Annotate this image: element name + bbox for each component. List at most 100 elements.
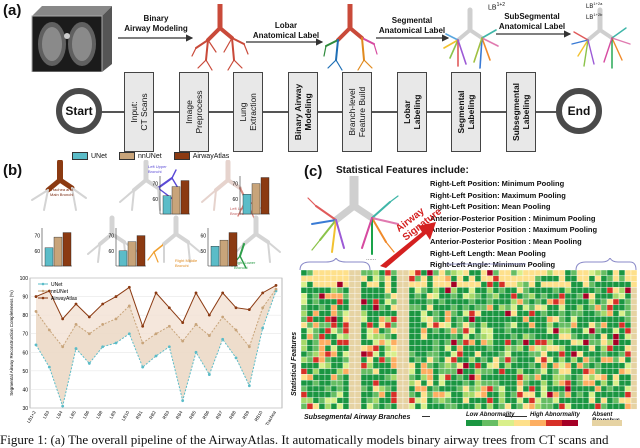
x-tick-label: RB2: [148, 410, 157, 421]
point-nnUNet: [47, 328, 51, 332]
bar-nnunet: [53, 236, 63, 267]
scale-high-label: High Abnormality: [530, 412, 580, 418]
x-tick-label: RB7: [215, 410, 224, 421]
transition-arrows: [118, 30, 572, 46]
point-nnUNet: [87, 332, 91, 336]
point-nnUNet: [167, 324, 171, 328]
transition-label-binary: Binary Airway Modeling: [124, 14, 188, 33]
heatmap-brackets: [299, 258, 637, 271]
signature-arrow: [380, 222, 436, 268]
x-tick-label: LB4: [55, 410, 64, 420]
point-nnUNet: [234, 328, 238, 332]
legend-label: nnUNet: [51, 289, 69, 295]
transition-label-subsegmental: SubSegmental Anatomical Label: [498, 12, 566, 31]
heatmap-y-axis-label: Statistical Features: [291, 331, 298, 396]
y-tick-label: 70: [22, 332, 28, 338]
legend-marker: [41, 282, 45, 286]
bar-tick-label: 60: [200, 234, 206, 240]
point-AirwayAtlas: [207, 313, 211, 317]
point-UNet: [167, 345, 171, 349]
bar-tick-label: 50: [200, 249, 206, 255]
pipeline-end-label: End: [567, 104, 591, 118]
point-nnUNet: [141, 341, 145, 345]
point-nnUNet: [127, 304, 131, 308]
legend-airwayatlas: AirwayAtlas: [173, 152, 229, 160]
bar-atlas: [180, 180, 190, 215]
x-tick-label: RB8: [228, 410, 237, 421]
abnormality-heatmap: [301, 270, 637, 410]
bar-unet: [210, 246, 220, 267]
pipeline-connectors: [100, 111, 560, 113]
legend-marker: [41, 296, 45, 300]
point-AirwayAtlas: [274, 284, 278, 287]
point-nnUNet: [194, 323, 198, 326]
bar-tick-label: 70: [108, 234, 114, 240]
point-nnUNet: [207, 334, 211, 337]
pipeline-step-5: Branch-level Feature Build: [342, 72, 372, 152]
point-AirwayAtlas: [167, 306, 171, 310]
panel-c-label: (c): [304, 163, 323, 180]
point-AirwayAtlas: [47, 289, 51, 293]
point-UNet: [261, 326, 265, 330]
x-axis-arrow: [422, 416, 430, 417]
y-tick-label: 60: [22, 350, 28, 356]
pipeline-step-1: Input: CT Scans: [124, 72, 154, 152]
x-tick-label: RB5: [188, 410, 197, 421]
bar-unet: [44, 247, 54, 267]
y-tick-label: 40: [22, 387, 28, 393]
x-tick-label: Trachea: [264, 410, 277, 427]
x-tick-label: LB8: [95, 410, 104, 420]
legend-label: UNet: [51, 282, 63, 288]
point-nnUNet: [74, 323, 78, 326]
point-nnUNet: [154, 332, 158, 336]
pipeline-step-label: Subsegmental Labeling: [510, 82, 531, 142]
point-AirwayAtlas: [34, 295, 38, 298]
point-UNet: [181, 399, 185, 402]
ct-volume-image: [31, 6, 112, 72]
y-tick-label: 80: [22, 313, 28, 319]
bar-unet: [242, 194, 252, 215]
x-tick-label: RB6: [201, 410, 210, 421]
feature-item: Anterior-Posterior Position : Maximum Po…: [430, 225, 598, 235]
bar-unet: [162, 195, 172, 215]
transition-label-segmental: Segmental Anatomical Label: [378, 16, 446, 35]
pipeline-end-node: End: [556, 88, 602, 134]
pipeline-step-4: Binary Airway Modeling: [287, 72, 318, 152]
pipeline-step-label: Lung Extraction: [238, 93, 258, 131]
panel-b-legend: UNet nnUNet AirwayAtlas: [72, 152, 229, 160]
y-tick-label: 30: [22, 406, 28, 412]
bar-atlas: [260, 177, 270, 215]
point-UNet: [141, 365, 145, 369]
point-nnUNet: [101, 323, 105, 326]
feature-item: Anterior-Posterior Position : Minimum Po…: [430, 213, 596, 223]
pipeline-step-2: Image Preprocess: [178, 72, 209, 152]
legend-unet: UNet: [72, 152, 107, 160]
bar-atlas: [136, 235, 146, 267]
heatmap-dots: ......: [366, 256, 377, 262]
point-AirwayAtlas: [114, 295, 118, 298]
statistical-features-title: Statistical Features include:: [336, 165, 469, 176]
bar-nnunet: [219, 239, 229, 267]
x-tick-label: RB1: [135, 410, 144, 421]
pipeline-step-3: Lung Extraction: [233, 72, 263, 152]
lb-tag-a: LB1+2: [488, 2, 506, 12]
point-UNet: [34, 343, 38, 347]
point-nnUNet: [114, 317, 118, 321]
figure-caption: Figure 1: (a) The overall pipeline of th…: [0, 432, 609, 447]
abnormality-scale-bar: [466, 420, 578, 426]
tree-label-right-lower: Right Lower Bronchi: [234, 260, 256, 270]
pipeline-step-6: Lobar Labeling: [396, 72, 427, 152]
transition-label-lobar: Lobar Anatomical Label: [252, 21, 320, 40]
pipeline-step-8: Subsegmental Labeling: [505, 72, 536, 152]
feature-item: Right-Left Position: Mean Pooling: [430, 202, 551, 212]
lb-tags-subsegmental: LB1+2a LB1+2b: [586, 1, 603, 21]
bar-atlas: [62, 232, 72, 267]
legend-marker: [41, 289, 45, 293]
point-nnUNet: [221, 315, 225, 319]
bar-group-5: 60 50: [200, 228, 238, 267]
y-axis-label: Segmental Airway Reconstruction Complete…: [9, 290, 14, 396]
bar-atlas: [228, 232, 238, 267]
